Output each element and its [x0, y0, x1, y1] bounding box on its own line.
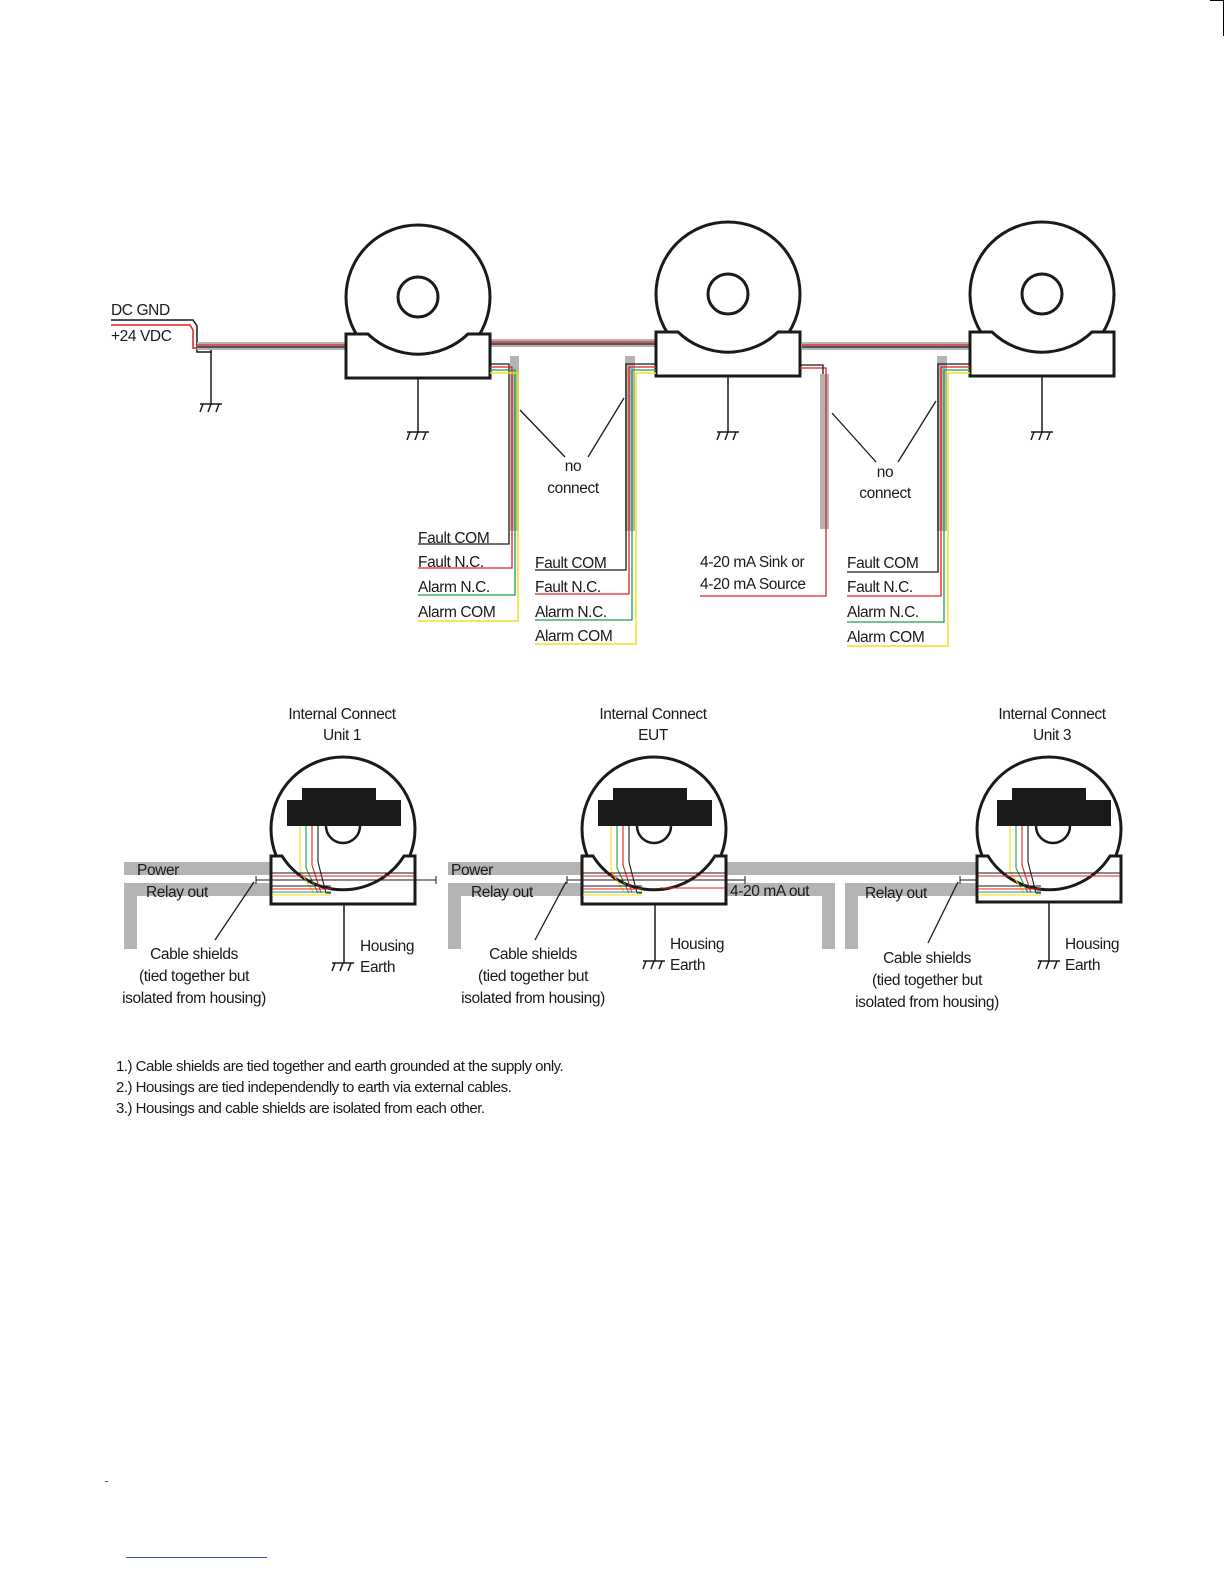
footer-mark — [105, 1481, 108, 1482]
cable-shields-label: Cable shields — [150, 946, 239, 963]
earth-ground-icon — [406, 431, 429, 441]
detector-unit-eut — [654, 220, 802, 441]
internal-connect-subtitle: Unit 1 — [323, 727, 361, 744]
unit-3-relay-labels: Fault COM Fault N.C. Alarm N.C. Alarm CO… — [847, 555, 925, 646]
fault-nc-label: Fault N.C. — [847, 579, 913, 596]
vdc-label: +24 VDC — [111, 328, 172, 345]
dc-gnd-label: DC GND — [111, 302, 170, 319]
fault-com-label: Fault COM — [418, 530, 489, 547]
alarm-com-label: Alarm COM — [535, 628, 612, 645]
housing-label: Earth — [360, 959, 395, 976]
eut-relay-cable — [535, 356, 656, 645]
earth-ground-icon — [642, 960, 665, 970]
alarm-nc-label: Alarm N.C. — [535, 604, 607, 621]
cable-shields-label: Cable shields — [883, 950, 972, 967]
footer-link-underline — [126, 1557, 267, 1558]
no-connect-2: no connect — [831, 400, 937, 502]
internal-connect-subtitle: Unit 3 — [1033, 727, 1071, 744]
cable-shields-label: (tied together but — [478, 968, 589, 985]
housing-label: Housing — [1065, 936, 1119, 953]
cable-shields-label: Cable shields — [489, 946, 578, 963]
alarm-nc-label: Alarm N.C. — [418, 579, 490, 596]
alarm-com-label: Alarm COM — [847, 629, 924, 646]
fault-com-label: Fault COM — [847, 555, 918, 572]
detector-unit-1 — [344, 223, 492, 441]
power-label: Power — [451, 862, 493, 879]
internal-connect-subtitle: EUT — [638, 727, 669, 744]
analog-sink-label: 4-20 mA Sink or — [700, 554, 805, 571]
housing-label: Earth — [1065, 957, 1100, 974]
internal-unit-eut — [534, 755, 746, 970]
eut-analog-labels: 4-20 mA Sink or 4-20 mA Source — [700, 554, 806, 593]
no-connect-label: connect — [547, 480, 600, 497]
notes-list: 1.) Cable shields are tied together and … — [116, 1056, 564, 1119]
internal-connect-title: Internal Connect — [599, 706, 707, 723]
fault-nc-label: Fault N.C. — [418, 554, 484, 571]
internal-unit-3 — [927, 755, 1123, 970]
note-item: 2.) Housings are tied independendly to e… — [116, 1079, 512, 1096]
fault-com-label: Fault COM — [535, 555, 606, 572]
analog-source-label: 4-20 mA Source — [700, 576, 806, 593]
power-label: Power — [137, 862, 179, 879]
earth-ground-icon — [1030, 431, 1053, 441]
housing-label: Housing — [670, 936, 724, 953]
no-connect-label: connect — [859, 485, 912, 502]
fault-nc-label: Fault N.C. — [535, 579, 601, 596]
note-item: 1.) Cable shields are tied together and … — [116, 1058, 564, 1075]
unit-3-relay-cable — [847, 356, 970, 647]
cable-shields-label: (tied together but — [139, 968, 250, 985]
wiring-diagram: DC GND +24 VDC — [111, 220, 1123, 1011]
internal-connect-titles: Internal Connect Unit 1 Internal Connect… — [288, 706, 1107, 744]
no-connect-1: no connect — [519, 397, 625, 497]
eut-relay-labels: Fault COM Fault N.C. Alarm N.C. Alarm CO… — [535, 555, 613, 645]
housing-label: Earth — [670, 957, 705, 974]
alarm-com-label: Alarm COM — [418, 604, 495, 621]
no-connect-label: no — [877, 464, 893, 481]
earth-ground-icon — [331, 962, 354, 972]
alarm-nc-label: Alarm N.C. — [847, 604, 919, 621]
internal-unit-1 — [214, 755, 437, 972]
eut-analog-cable — [700, 364, 829, 597]
earth-ground-icon — [1037, 960, 1060, 970]
relay-out-label: Relay out — [471, 884, 534, 901]
analog-out-label: 4-20 mA out — [730, 883, 810, 900]
page-edge-mark — [1210, 0, 1224, 1]
cable-shields-label: isolated from housing) — [122, 990, 266, 1007]
internal-connect-title: Internal Connect — [288, 706, 396, 723]
unit-1-relay-labels: Fault COM Fault N.C. Alarm N.C. Alarm CO… — [418, 530, 496, 621]
relay-out-label: Relay out — [146, 884, 209, 901]
earth-ground-icon — [199, 403, 222, 413]
supply-section: DC GND +24 VDC — [111, 302, 222, 413]
cable-shields-label: isolated from housing) — [855, 994, 999, 1011]
unit-1-relay-cable — [418, 356, 519, 622]
bottom-cables — [124, 862, 976, 949]
bottom-labels: Power Relay out Power Relay out 4-20 mA … — [122, 862, 1119, 1011]
relay-out-label: Relay out — [865, 885, 928, 902]
detector-unit-3 — [968, 220, 1116, 441]
cable-shields-label: isolated from housing) — [461, 990, 605, 1007]
cable-shields-label: (tied together but — [872, 972, 983, 989]
internal-connect-title: Internal Connect — [998, 706, 1106, 723]
power-trunk — [197, 339, 970, 350]
housing-label: Housing — [360, 938, 414, 955]
earth-ground-icon — [716, 431, 739, 441]
no-connect-label: no — [565, 458, 581, 475]
gnd-wire — [111, 319, 212, 353]
note-item: 3.) Housings and cable shields are isola… — [116, 1100, 485, 1117]
